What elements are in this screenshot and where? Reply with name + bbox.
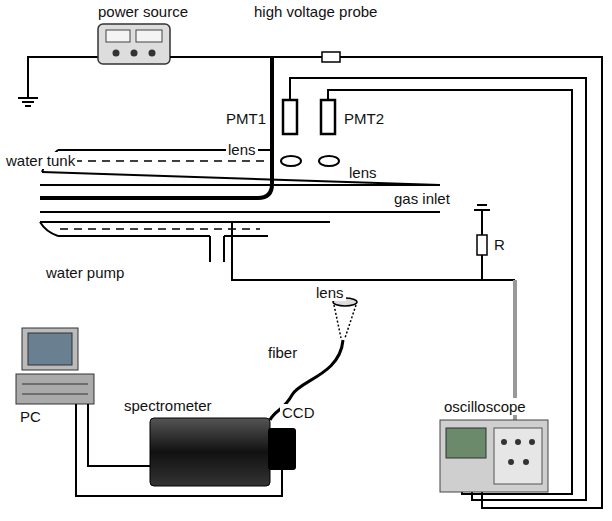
- high-voltage-wire: [340, 57, 602, 508]
- discharge-tube: [42, 172, 440, 185]
- lens-symbol: [319, 156, 339, 166]
- part-label: CCD: [280, 404, 317, 421]
- oscilloscope-symbol: [494, 428, 542, 484]
- pc-symbol: [28, 333, 72, 365]
- pc-symbol: [16, 328, 94, 404]
- data-cables: [76, 404, 282, 496]
- discharge-tube: [40, 221, 330, 223]
- ground-electrode-wire: [481, 210, 483, 235]
- lens-symbol: [281, 156, 339, 166]
- ground-electrode-wire: [232, 205, 515, 280]
- fiber-optic: [345, 305, 356, 338]
- power-source-symbol: [136, 30, 162, 42]
- pmt-symbol: [321, 100, 335, 134]
- part-label: fiber: [266, 344, 299, 361]
- part-label: water tunk: [4, 152, 77, 169]
- high-voltage-wire: [170, 56, 322, 58]
- part-label: lens: [347, 164, 379, 181]
- part-label: power source: [96, 3, 190, 20]
- part-label: lens: [226, 141, 258, 158]
- oscilloscope-symbol: [515, 439, 521, 445]
- oscilloscope-symbol: [523, 459, 529, 465]
- water-jacket-dashes: [60, 161, 268, 229]
- ground-wire: [18, 57, 98, 106]
- ground-wire: [22, 101, 34, 103]
- pmt-wires: [290, 78, 586, 500]
- ground-electrode-wire: [477, 204, 487, 206]
- pc-symbol: [22, 328, 78, 370]
- part-label: lens: [314, 284, 346, 301]
- pc-symbol: [22, 394, 88, 395]
- spectrometer-symbol: [150, 418, 270, 486]
- power-source-symbol: [106, 30, 130, 42]
- pmt-wires: [328, 90, 572, 494]
- ground-electrode-wire: [474, 209, 490, 211]
- oscilloscope-symbol: [446, 428, 486, 458]
- discharge-tube: [40, 184, 440, 186]
- fiber-optic: [334, 305, 341, 338]
- data-cables: [76, 404, 282, 496]
- ground-electrode-wire: [481, 255, 483, 280]
- electrode: [40, 57, 272, 198]
- ground-wire: [28, 57, 98, 98]
- water-jacket-dashes: [60, 228, 260, 230]
- oscilloscope-symbol: [440, 420, 548, 492]
- power-source-symbol: [149, 50, 156, 57]
- water-jacket-dashes: [60, 160, 268, 162]
- oscilloscope-symbol: [508, 459, 514, 465]
- power-source-symbol: [98, 24, 170, 64]
- part-label: PC: [18, 408, 43, 425]
- pc-symbol: [22, 384, 88, 385]
- power-source-symbol: [98, 24, 170, 64]
- pmt-wires: [290, 78, 586, 500]
- power-source-symbol: [131, 50, 138, 57]
- discharge-tube: [40, 150, 440, 262]
- spectrometer-symbol: [268, 428, 296, 470]
- pmt-symbol: [283, 100, 335, 134]
- power-source-symbol: [113, 50, 120, 57]
- part-label: spectrometer: [122, 397, 214, 414]
- resistor-symbol: [477, 235, 487, 255]
- ground-electrode-wire: [232, 222, 515, 280]
- pc-symbol: [16, 374, 94, 404]
- discharge-tube: [58, 235, 268, 237]
- ground-wire: [18, 97, 38, 99]
- part-label: high voltage probe: [252, 3, 379, 20]
- high-voltage-probe-symbol: [322, 52, 340, 62]
- part-label: R: [492, 236, 507, 253]
- lens-symbol: [281, 156, 301, 166]
- pmt-symbol: [283, 100, 297, 134]
- high-voltage-probe-symbol: [322, 52, 340, 62]
- ground-wire: [25, 105, 31, 107]
- discharge-tube: [40, 222, 58, 236]
- resistor-symbol: [477, 235, 487, 255]
- discharge-tube: [210, 236, 224, 262]
- oscilloscope-symbol: [529, 439, 535, 445]
- part-label: oscilloscope: [442, 398, 528, 415]
- part-label: PMT2: [342, 110, 386, 127]
- discharge-tube: [40, 211, 440, 213]
- part-label: water pump: [44, 264, 126, 281]
- oscilloscope-symbol: [501, 439, 507, 445]
- electrode: [40, 57, 272, 198]
- part-label: PMT1: [224, 110, 268, 127]
- part-label: gas inlet: [392, 190, 452, 207]
- oscilloscope-symbol: [440, 420, 548, 492]
- spectrometer-symbol: [150, 418, 296, 486]
